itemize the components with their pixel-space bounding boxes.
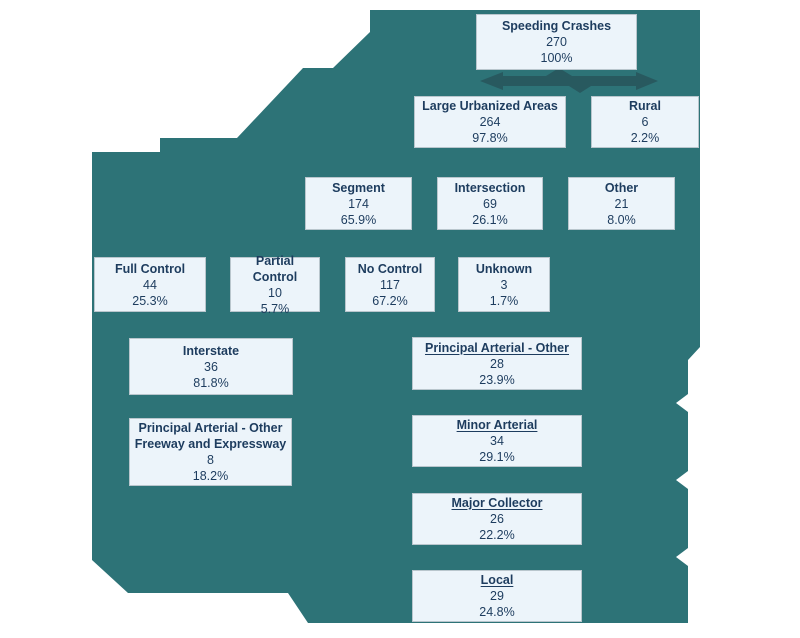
node-intersection: Intersection 69 26.1% <box>437 177 543 230</box>
node-principal-arterial-other: Principal Arterial - Other 28 23.9% <box>412 337 582 390</box>
node-count: 3 <box>500 277 508 292</box>
node-principal-arterial-freeway: Principal Arterial - Other Freeway and E… <box>129 418 292 486</box>
node-percent: 97.8% <box>472 131 508 145</box>
node-percent: 2.2% <box>630 131 660 145</box>
node-speeding-crashes: Speeding Crashes 270 100% <box>476 14 637 70</box>
node-title: Interstate <box>182 343 240 358</box>
node-percent: 25.3% <box>132 293 168 308</box>
node-count: 69 <box>483 196 497 211</box>
node-percent: 5.7% <box>260 301 290 316</box>
node-count: 21 <box>614 196 629 211</box>
node-title: Full Control <box>114 261 186 276</box>
node-title: Principal Arterial - Other Freeway and E… <box>134 421 287 451</box>
node-percent: 22.2% <box>479 528 515 542</box>
node-percent: 67.2% <box>372 293 408 308</box>
node-rural: Rural 6 2.2% <box>591 96 699 148</box>
node-title: Speeding Crashes <box>501 19 612 33</box>
node-count: 6 <box>641 115 649 129</box>
node-title: Principal Arterial - Other <box>424 340 570 355</box>
node-no-control: No Control 117 67.2% <box>345 257 435 312</box>
node-percent: 23.9% <box>479 372 515 387</box>
node-other: Other 21 8.0% <box>568 177 675 230</box>
node-percent: 29.1% <box>479 450 515 464</box>
node-count: 117 <box>380 277 400 292</box>
node-partial-control: Partial Control 10 5.7% <box>230 254 320 316</box>
node-title: Local <box>480 573 514 587</box>
node-percent: 26.1% <box>472 212 508 227</box>
node-large-urbanized-areas: Large Urbanized Areas 264 97.8% <box>414 96 566 148</box>
node-count: 34 <box>490 434 504 448</box>
node-count: 8 <box>207 453 214 467</box>
node-title: Other <box>604 180 639 195</box>
node-count: 270 <box>546 35 567 49</box>
node-count: 264 <box>479 115 501 129</box>
node-percent: 65.9% <box>340 212 377 227</box>
node-title: Major Collector <box>451 496 543 510</box>
node-percent: 100% <box>540 51 573 65</box>
node-title: Partial Control <box>252 253 298 284</box>
node-percent: 8.0% <box>607 212 636 227</box>
node-local: Local 29 24.8% <box>412 570 582 622</box>
node-percent: 81.8% <box>193 375 229 390</box>
node-full-control: Full Control 44 25.3% <box>94 257 206 312</box>
node-count: 26 <box>490 512 504 526</box>
node-count: 10 <box>268 285 282 300</box>
node-title: No Control <box>357 261 423 276</box>
node-title: Rural <box>629 99 661 113</box>
node-minor-arterial: Minor Arterial 34 29.1% <box>412 415 582 467</box>
node-percent: 24.8% <box>479 605 515 619</box>
node-percent: 18.2% <box>192 469 229 483</box>
node-percent: 1.7% <box>489 293 519 308</box>
node-count: 174 <box>348 196 369 211</box>
branch-arrow-icon <box>480 68 658 93</box>
node-title: Segment <box>332 180 385 195</box>
node-title: Intersection <box>454 180 526 195</box>
node-count: 44 <box>143 277 157 292</box>
node-unknown: Unknown 3 1.7% <box>458 257 550 312</box>
node-title: Large Urbanized Areas <box>422 99 558 113</box>
node-segment: Segment 174 65.9% <box>305 177 412 230</box>
node-title: Unknown <box>475 261 533 276</box>
node-count: 28 <box>490 356 504 371</box>
node-count: 29 <box>490 589 504 603</box>
node-title: Minor Arterial <box>456 418 538 432</box>
node-major-collector: Major Collector 26 22.2% <box>412 493 582 545</box>
node-interstate: Interstate 36 81.8% <box>129 338 293 395</box>
node-count: 36 <box>204 359 218 374</box>
